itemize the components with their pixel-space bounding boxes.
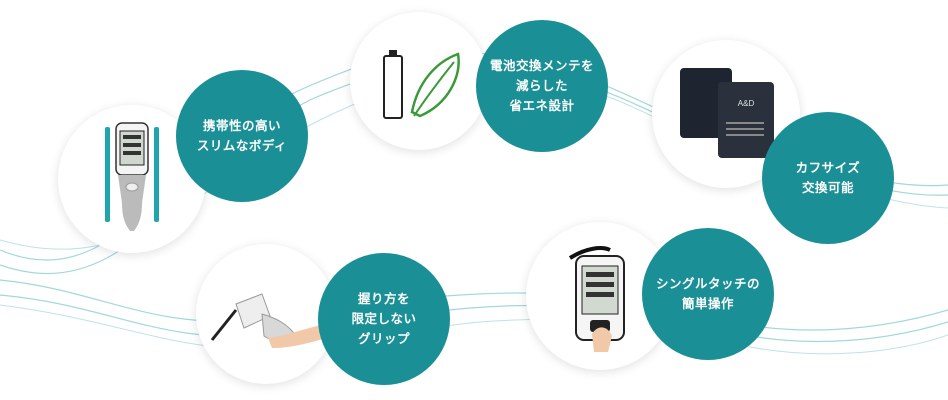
single-touch-label: シングルタッチの 簡単操作 (655, 276, 760, 311)
cuff-size-label: カフサイズ 交換可能 (795, 160, 861, 195)
eco-design-badge: 電池交換メンテを 減らした 省エネ設計 (476, 20, 608, 152)
eco-design-label: 電池交換メンテを 減らした 省エネ設計 (489, 58, 594, 113)
svg-text:A&D: A&D (738, 99, 755, 108)
device-button-icon (568, 246, 625, 352)
cuff-size-photo: A&D (652, 40, 800, 188)
slim-body-photo (58, 105, 206, 253)
hand-grip-icon (210, 293, 332, 348)
cuff-icon: A&D (680, 68, 774, 158)
free-grip-badge: 握り方を 限定しない グリップ (318, 253, 450, 385)
battery-leaf-icon (383, 50, 460, 119)
free-grip-label: 握り方を 限定しない グリップ (351, 291, 417, 346)
device-front-icon (105, 122, 159, 231)
eco-design-photo (350, 12, 488, 150)
free-grip-photo (196, 244, 336, 384)
slim-body-badge: 携帯性の高い スリムなボディ (176, 70, 308, 202)
single-touch-badge: シングルタッチの 簡単操作 (642, 228, 774, 360)
slim-body-label: 携帯性の高い スリムなボディ (196, 118, 288, 153)
cuff-size-badge: カフサイズ 交換可能 (762, 112, 894, 244)
